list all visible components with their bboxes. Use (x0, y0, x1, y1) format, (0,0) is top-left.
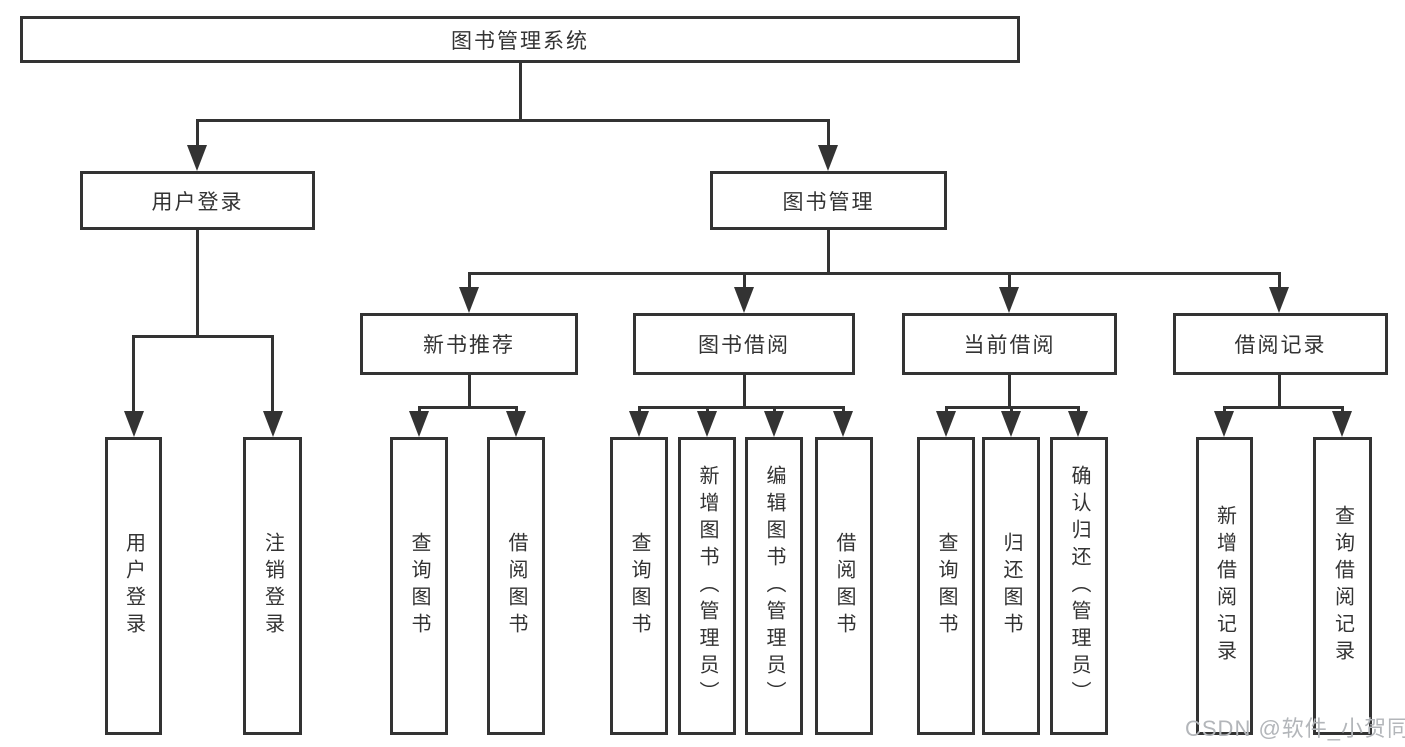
leaf-confirm-return-admin: 确认归还（管理员） (1050, 437, 1108, 735)
arrowhead-down-icon (936, 411, 956, 437)
node-label: 归还图书 (1000, 532, 1022, 640)
connector-line (946, 406, 1080, 409)
node-label: 编辑图书（管理员） (763, 464, 785, 708)
connector-line (468, 375, 471, 406)
leaf-query-books-3: 查询图书 (917, 437, 975, 735)
connector-line (706, 406, 709, 412)
connector-line (418, 406, 421, 412)
arrowhead-down-icon (999, 287, 1019, 313)
node-label: 新增图书（管理员） (696, 464, 718, 708)
leaf-query-books-1: 查询图书 (390, 437, 448, 735)
connector-line (827, 119, 830, 145)
arrowhead-down-icon (734, 287, 754, 313)
node-root-system: 图书管理系统 (20, 16, 1020, 63)
node-book-borrow: 图书借阅 (633, 313, 855, 375)
arrowhead-down-icon (697, 411, 717, 437)
connector-line (1278, 272, 1281, 287)
connector-line (515, 406, 518, 412)
node-label: 查询图书 (408, 532, 430, 640)
connector-line (1077, 406, 1080, 412)
node-label: 借阅图书 (505, 532, 527, 640)
leaf-borrow-books-2: 借阅图书 (815, 437, 873, 735)
node-label: 查询借阅记录 (1331, 505, 1354, 667)
connector-line (827, 230, 830, 273)
connector-line (639, 406, 845, 409)
connector-line (773, 406, 776, 412)
node-label: 用户登录 (122, 532, 145, 640)
connector-line (1010, 406, 1013, 412)
node-current-borrow: 当前借阅 (902, 313, 1117, 375)
connector-line (1341, 406, 1344, 412)
leaf-add-books-admin: 新增图书（管理员） (678, 437, 736, 735)
node-label: 注销登录 (261, 532, 284, 640)
arrowhead-down-icon (1269, 287, 1289, 313)
node-label: 确认归还（管理员） (1068, 464, 1090, 708)
node-new-book-recommend: 新书推荐 (360, 313, 578, 375)
arrowhead-down-icon (833, 411, 853, 437)
arrowhead-down-icon (459, 287, 479, 313)
arrowhead-down-icon (409, 411, 429, 437)
leaf-user-login: 用户登录 (105, 437, 162, 735)
connector-line (842, 406, 845, 412)
connector-line (1008, 375, 1011, 406)
leaf-borrow-books-1: 借阅图书 (487, 437, 545, 735)
node-label: 当前借阅 (963, 334, 1056, 357)
connector-line (196, 230, 199, 335)
node-label: 查询图书 (935, 532, 957, 640)
connector-line (945, 406, 948, 412)
node-label: 新增借阅记录 (1213, 505, 1236, 667)
node-label: 图书管理系统 (451, 29, 589, 53)
node-book-management: 图书管理 (710, 171, 947, 230)
node-label: 新书推荐 (423, 334, 515, 357)
leaf-logout: 注销登录 (243, 437, 302, 735)
connector-line (519, 63, 522, 119)
arrowhead-down-icon (124, 411, 144, 437)
leaf-query-books-2: 查询图书 (610, 437, 668, 735)
connector-line (197, 119, 830, 122)
node-label: 用户登录 (151, 190, 244, 214)
arrowhead-down-icon (187, 145, 207, 171)
connector-line (1008, 272, 1011, 287)
connector-line (132, 335, 135, 411)
arrowhead-down-icon (263, 411, 283, 437)
leaf-return-books: 归还图书 (982, 437, 1040, 735)
node-borrow-records: 借阅记录 (1173, 313, 1388, 375)
connector-line (743, 272, 746, 287)
node-label: 图书管理 (782, 190, 875, 214)
connector-line (743, 375, 746, 406)
node-user-login: 用户登录 (80, 171, 315, 230)
connector-line (1278, 375, 1281, 406)
connector-line (133, 335, 274, 338)
connector-line (1224, 406, 1344, 409)
arrowhead-down-icon (1068, 411, 1088, 437)
connector-line (469, 272, 1281, 275)
arrowhead-down-icon (818, 145, 838, 171)
leaf-edit-books-admin: 编辑图书（管理员） (745, 437, 803, 735)
csdn-watermark: CSDN @软件_小贺同学 (1185, 716, 1405, 741)
arrowhead-down-icon (1214, 411, 1234, 437)
node-label: 借阅图书 (833, 532, 855, 640)
arrowhead-down-icon (629, 411, 649, 437)
connector-line (638, 406, 641, 412)
connector-line (1223, 406, 1226, 412)
connector-line (419, 406, 518, 409)
arrowhead-down-icon (506, 411, 526, 437)
connector-line (468, 272, 471, 287)
arrowhead-down-icon (1332, 411, 1352, 437)
node-label: 图书借阅 (698, 334, 790, 357)
arrowhead-down-icon (1001, 411, 1021, 437)
connector-line (271, 335, 274, 411)
leaf-add-borrow-record: 新增借阅记录 (1196, 437, 1253, 735)
node-label: 查询图书 (628, 532, 650, 640)
arrowhead-down-icon (764, 411, 784, 437)
connector-line (196, 119, 199, 145)
node-label: 借阅记录 (1234, 334, 1327, 357)
leaf-query-borrow-record: 查询借阅记录 (1313, 437, 1372, 735)
